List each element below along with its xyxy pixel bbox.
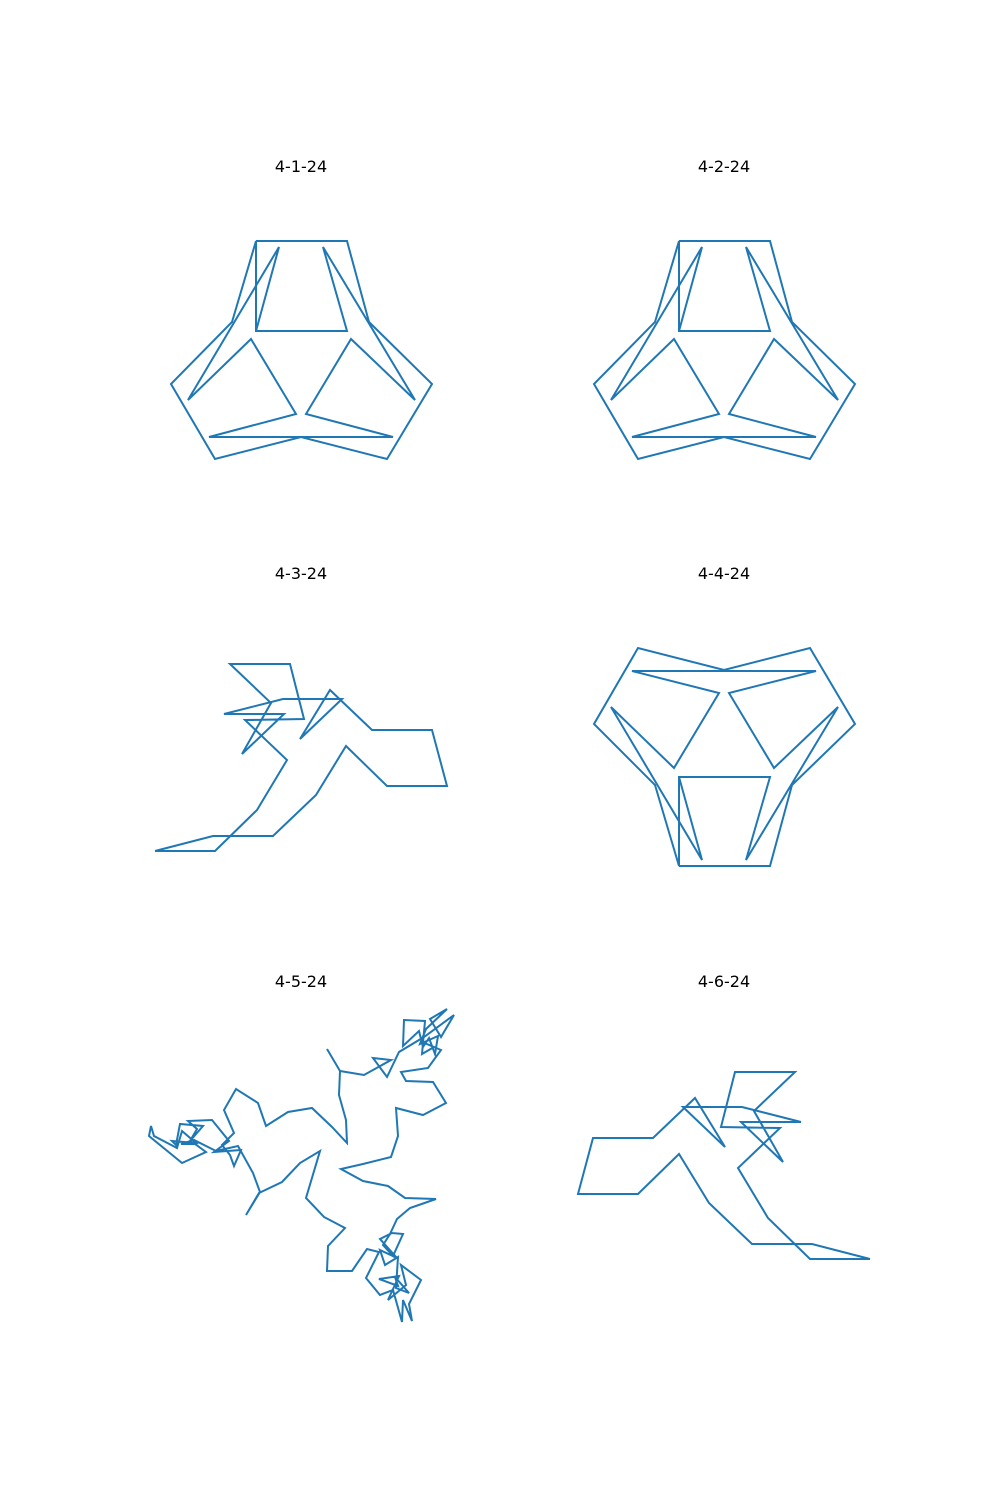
panel-3-curve (154, 663, 449, 852)
panel-5-title: 4-5-24 (275, 972, 327, 991)
panel-2-curve (592, 240, 857, 461)
panel-3: 4-3-24 (154, 564, 449, 852)
panel-4-title: 4-4-24 (698, 564, 750, 583)
panel-1: 4-1-24 (169, 157, 434, 461)
panel-6-curve (576, 1071, 871, 1260)
panel-1-title: 4-1-24 (275, 157, 327, 176)
panel-5: 4-5-24 (147, 972, 455, 1323)
panel-4-curve (592, 646, 857, 867)
panel-2: 4-2-24 (592, 157, 857, 461)
panel-3-title: 4-3-24 (275, 564, 327, 583)
panel-6: 4-6-24 (576, 972, 871, 1260)
panel-1-curve (169, 240, 434, 461)
panel-5-curve (147, 1008, 455, 1323)
panel-6-title: 4-6-24 (698, 972, 750, 991)
panel-2-title: 4-2-24 (698, 157, 750, 176)
panel-4: 4-4-24 (592, 564, 857, 867)
